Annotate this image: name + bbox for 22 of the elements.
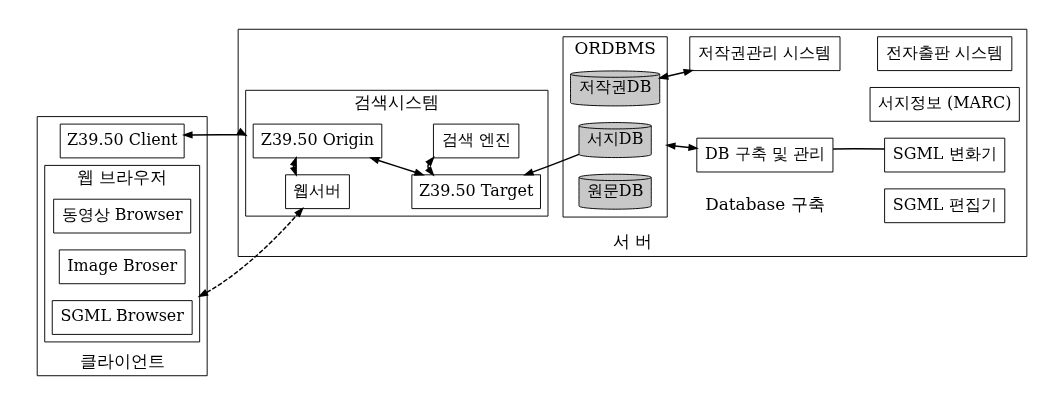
label: Database 구축 <box>705 193 825 214</box>
node-box: 전자출판 시스템 <box>877 36 1013 72</box>
arrow <box>182 127 248 139</box>
arrow <box>368 157 425 176</box>
node-box: 검색 엔진 <box>432 123 520 159</box>
node-box: Z39.50 Target <box>411 174 541 210</box>
node-box: 저작권관리 시스템 <box>689 36 841 72</box>
node-box: Z39.50 Origin <box>252 123 383 159</box>
arrow <box>657 68 695 80</box>
arrow <box>665 142 699 152</box>
node-box: 동영상 Browser <box>53 198 192 234</box>
connector <box>832 148 886 150</box>
node-box: Z39.50 Client <box>59 123 185 159</box>
node-box: DB 구축 및 관리 <box>696 137 834 173</box>
arrow <box>523 153 580 176</box>
node-box: SGML Browser <box>51 300 193 335</box>
node-box: 서지정보 (MARC) <box>869 87 1020 122</box>
node-box: SGML 편집기 <box>884 188 1006 224</box>
node-box: Image Broser <box>58 249 186 285</box>
node-box: 웹서버 <box>285 174 350 210</box>
arrow <box>197 207 304 298</box>
node-box: SGML 변화기 <box>884 137 1006 173</box>
